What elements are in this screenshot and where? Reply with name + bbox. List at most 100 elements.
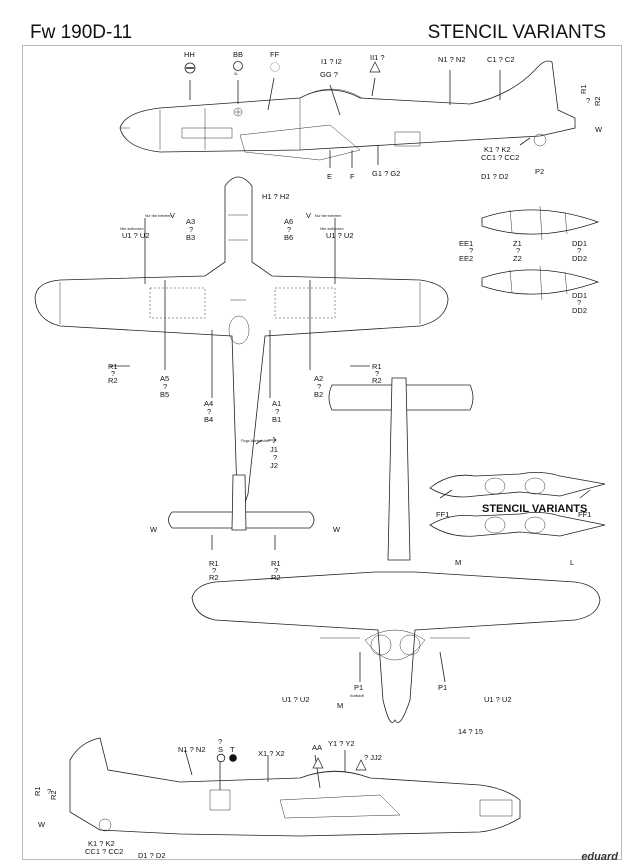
callout-q-tl: ? bbox=[212, 566, 216, 575]
callout-d12-bottom: D1 ? D2 bbox=[138, 851, 166, 860]
sheet-subtitle: STENCIL VARIANTS bbox=[427, 22, 606, 43]
callout-w-top: W bbox=[595, 125, 603, 134]
callout-a5: A5 bbox=[160, 374, 169, 383]
callout-ee2: EE2 bbox=[459, 254, 473, 263]
brand-logo: eduard bbox=[581, 851, 618, 863]
callout-y12: Y1 ? Y2 bbox=[328, 739, 355, 748]
callout-q-bottom: ? bbox=[47, 787, 51, 796]
gear-doors bbox=[429, 472, 606, 537]
callout-j2: J2 bbox=[270, 461, 278, 470]
spinner-views bbox=[481, 205, 600, 301]
marker-s-icon bbox=[216, 753, 226, 763]
callout-dd1-b: DD1 bbox=[572, 291, 587, 300]
triangle-warning-bottom-icon bbox=[355, 759, 367, 771]
callout-q-a3: ? bbox=[189, 225, 193, 234]
marker-t-icon bbox=[229, 754, 237, 762]
triangle-warning-bottom2-icon bbox=[312, 757, 324, 769]
callout-aa: AA bbox=[312, 743, 322, 752]
callout-p2: P2 bbox=[535, 167, 544, 176]
callout-u12-right: U1 ? U2 bbox=[326, 231, 354, 240]
callout-r1-bottom: R1 bbox=[33, 786, 42, 796]
callout-a3: A3 bbox=[186, 217, 195, 226]
top-view bbox=[34, 176, 449, 531]
callout-q-ee: ? bbox=[469, 246, 473, 255]
callout-ii1: II1 ? bbox=[370, 53, 385, 62]
callout-a2: A2 bbox=[314, 374, 323, 383]
callout-r2-bottom: R2 bbox=[49, 790, 58, 800]
callout-j1: J1 bbox=[270, 445, 278, 454]
callout-rq-top: ? bbox=[586, 96, 590, 105]
callout-14-15: 14 ? 15 bbox=[458, 727, 483, 736]
callout-r1-tl: R1 bbox=[209, 559, 219, 568]
note-nur-hier-left: Nur hier betreten bbox=[145, 214, 171, 218]
callout-q-z: ? bbox=[516, 246, 520, 255]
callout-z2: Z2 bbox=[513, 254, 522, 263]
marker-ff-icon bbox=[270, 62, 280, 72]
callout-l-doors: L bbox=[570, 558, 574, 567]
callout-b6: B6 bbox=[284, 233, 293, 242]
callout-w-bottom: W bbox=[38, 820, 46, 829]
callout-h12: H1 ? H2 bbox=[262, 192, 290, 201]
callout-p1-left: P1 bbox=[354, 683, 363, 692]
callout-m-underside: M bbox=[337, 701, 343, 710]
marker-bb-icon bbox=[233, 61, 243, 71]
callout-ee1: EE1 bbox=[459, 239, 473, 248]
callout-q-j: ? bbox=[273, 453, 277, 462]
callout-w-tl: W bbox=[150, 525, 158, 534]
callout-p1-right: P1 bbox=[438, 683, 447, 692]
callout-b5: B5 bbox=[160, 390, 169, 399]
callout-v-right: V bbox=[306, 211, 311, 220]
callout-a1: A1 bbox=[272, 399, 281, 408]
callout-i12: I1 ? I2 bbox=[321, 57, 342, 66]
callout-ff1-left: FF1 bbox=[436, 510, 449, 519]
callout-q-a4: ? bbox=[207, 407, 211, 416]
callout-d12-top: D1 ? D2 bbox=[481, 172, 509, 181]
note-hier-left: Hier aufbocken bbox=[120, 227, 144, 231]
callout-q-a6: ? bbox=[287, 225, 291, 234]
callout-cc12-bottom: CC1 ? CC2 bbox=[85, 847, 123, 856]
callout-q-dd-b: ? bbox=[577, 298, 581, 307]
callout-q-wr: ? bbox=[375, 369, 379, 378]
side-profile-top bbox=[119, 60, 576, 161]
note-kraftstoff: Kraftstoff bbox=[350, 694, 364, 698]
callout-w-tr: W bbox=[333, 525, 341, 534]
drawing-frame bbox=[22, 45, 622, 860]
callout-v-left: V bbox=[170, 211, 175, 220]
callout-m-doors: M bbox=[455, 558, 461, 567]
section-label: STENCIL VARIANTS bbox=[482, 503, 588, 515]
callout-b1: B1 bbox=[272, 415, 281, 424]
callout-ff1-right: FF1 bbox=[578, 510, 591, 519]
callout-s: S bbox=[218, 745, 223, 754]
callout-b2: B2 bbox=[314, 390, 323, 399]
callout-q-a5: ? bbox=[163, 382, 167, 391]
callout-r1-wl: R1 bbox=[108, 362, 118, 371]
callout-e: E bbox=[327, 172, 332, 181]
arrow-right-icon bbox=[268, 436, 277, 444]
callout-sl: SL bbox=[234, 72, 238, 76]
callout-q-wl: ? bbox=[111, 369, 115, 378]
callout-n12-top: N1 ? N2 bbox=[438, 55, 466, 64]
callout-r2-wl: R2 bbox=[108, 376, 118, 385]
sheet-title: Fw 190D-11 bbox=[30, 22, 133, 43]
callout-x12: X1 ? X2 bbox=[258, 749, 285, 758]
callout-ff: FF bbox=[270, 50, 280, 59]
note-nur-hier-right: Nur hier betreten bbox=[315, 214, 341, 218]
side-profile-bottom bbox=[69, 737, 521, 837]
callout-a4: A4 bbox=[204, 399, 213, 408]
callout-q-s: ? bbox=[218, 737, 222, 746]
callout-dd2-a: DD2 bbox=[572, 254, 587, 263]
callout-u12-left: U1 ? U2 bbox=[122, 231, 150, 240]
callout-c12: C1 ? C2 bbox=[487, 55, 515, 64]
triangle-warning-icon bbox=[369, 61, 381, 73]
callout-g12: G1 ? G2 bbox=[372, 169, 400, 178]
callout-r1-wr: R1 bbox=[372, 362, 382, 371]
callout-z1: Z1 bbox=[513, 239, 522, 248]
callout-dd2-b: DD2 bbox=[572, 306, 587, 315]
callout-b4: B4 bbox=[204, 415, 213, 424]
callout-r2-top: R2 bbox=[593, 96, 602, 106]
callout-t: T bbox=[230, 745, 235, 754]
note-flugz: Flugz.Wartezichter bbox=[241, 439, 271, 443]
callout-n12-bottom: N1 ? N2 bbox=[178, 745, 206, 754]
callout-r2-tr: R2 bbox=[271, 573, 281, 582]
